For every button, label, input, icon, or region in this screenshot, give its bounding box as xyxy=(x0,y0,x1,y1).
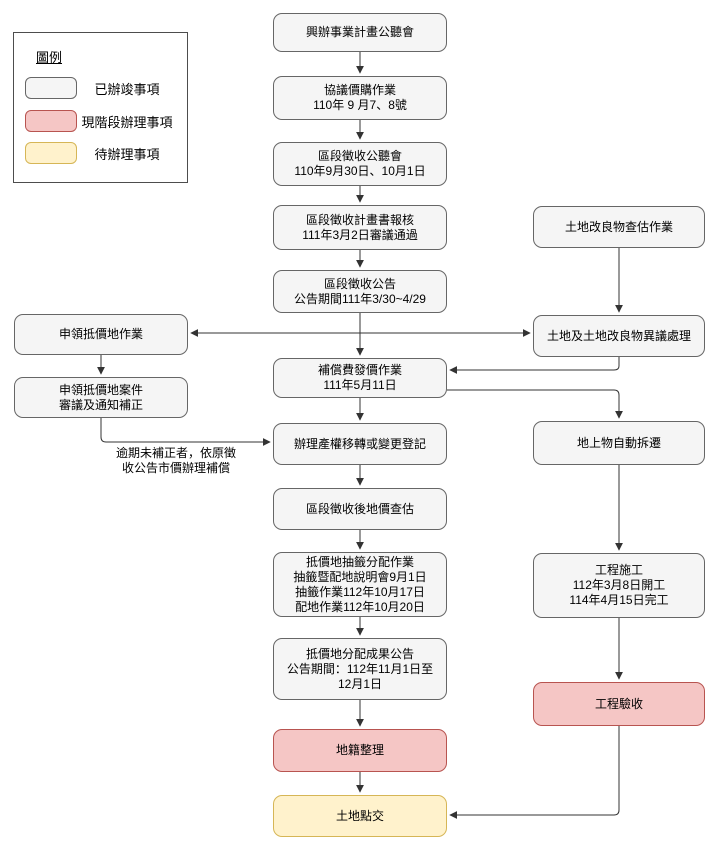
node-line: 區段徵收公告 xyxy=(323,276,396,291)
node-plan-submission: 區段徵收計畫書報核 111年3月2日審議通過 xyxy=(273,205,447,250)
node-line: 抽籤作業112年10月17日 xyxy=(295,584,425,599)
node-line: 114年4月15日完工 xyxy=(569,593,669,607)
node-line: 工程施工 xyxy=(594,563,643,577)
node-line: 工程驗收 xyxy=(594,696,643,711)
node-line: 公告期間111年3/30~4/29 xyxy=(294,291,426,306)
node-line: 110年 9 月7、8號 xyxy=(313,98,407,112)
node-expropriation-announcement: 區段徵收公告 公告期間111年3/30~4/29 xyxy=(273,270,447,313)
legend-swatch-current xyxy=(25,110,77,132)
node-lottery-allocation: 抵價地抽籤分配作業 抽籤暨配地說明會9月1日 抽籤作業112年10月17日 配地… xyxy=(273,552,447,617)
node-line: 抵價地抽籤分配作業 xyxy=(305,554,414,569)
overdue-note-label: 逾期未補正者，依原徵 收公告市價辦理補償 xyxy=(100,446,252,476)
node-line: 協議價購作業 xyxy=(323,83,396,97)
legend-label: 待辦理事項 xyxy=(94,146,160,162)
node-business-plan-hearing: 興辦事業計畫公聽會 xyxy=(273,13,447,52)
node-ownership-transfer: 辦理產權移轉或變更登記 xyxy=(273,423,447,465)
node-negotiated-purchase: 協議價購作業 110年 9 月7、8號 xyxy=(273,76,447,120)
node-line: 111年5月11日 xyxy=(323,378,397,392)
node-line: 抵價地分配成果公告 xyxy=(305,646,414,661)
node-allocation-result-announcement: 抵價地分配成果公告 公告期間：112年11月1日至 12月1日 xyxy=(273,638,447,700)
edge-review-to-transfer xyxy=(100,418,271,446)
node-improvement-survey: 土地改良物查估作業 xyxy=(533,206,705,248)
node-zone-expropriation-hearing: 區段徵收公聽會 110年9月30日、10月1日 xyxy=(273,142,447,186)
node-objection-handling: 土地及土地改良物異議處理 xyxy=(533,315,705,357)
node-line: 申領抵價地作業 xyxy=(58,327,143,341)
node-land-handover: 土地點交 xyxy=(273,795,447,837)
node-line: 配地作業112年10月20日 xyxy=(295,599,425,614)
node-line: 申領抵價地案件 xyxy=(58,382,143,397)
edge-acceptance-to-handover xyxy=(449,726,620,819)
edge-objection-to-compensation xyxy=(449,357,620,374)
node-post-price-appraisal: 區段徵收後地價查估 xyxy=(273,488,447,530)
node-line: 地上物自動拆遷 xyxy=(576,435,661,450)
legend-box: 圖例 已辦竣事項 現階段辦理事項 待辦理事項 xyxy=(13,32,188,183)
node-line: 補償費發價作業 xyxy=(317,363,402,377)
node-line: 12月1日 xyxy=(337,676,383,691)
node-land-application: 申領抵價地作業 xyxy=(14,314,188,355)
overdue-note-line: 逾期未補正者，依原徵 xyxy=(115,446,236,460)
legend-item-pending: 待辦理事項 xyxy=(25,141,177,165)
node-line: 區段徵收公聽會 xyxy=(317,149,402,163)
node-application-review: 申領抵價地案件 審議及通知補正 xyxy=(14,377,188,418)
node-line: 抽籤暨配地說明會9月1日 xyxy=(293,569,427,584)
node-line: 111年3月2日審議通過 xyxy=(302,227,418,242)
legend-label: 已辦竣事項 xyxy=(94,81,160,97)
legend-swatch-pending xyxy=(25,142,77,164)
node-line: 區段徵收計畫書報核 xyxy=(305,212,414,227)
legend-item-current: 現階段辦理事項 xyxy=(25,109,177,133)
node-cadastral-reorganization: 地籍整理 xyxy=(273,729,447,772)
edge-compensation-to-demolition xyxy=(447,389,623,419)
node-line: 公告期間：112年11月1日至 xyxy=(286,661,434,676)
node-line: 112年3月8日開工 xyxy=(572,578,666,592)
node-line: 土地及土地改良物異議處理 xyxy=(546,328,691,343)
node-line: 區段徵收後地價查估 xyxy=(305,501,414,516)
node-line: 土地點交 xyxy=(335,808,384,823)
node-line: 地籍整理 xyxy=(335,743,384,757)
node-auto-demolition: 地上物自動拆遷 xyxy=(533,421,705,465)
node-line: 辦理產權移轉或變更登記 xyxy=(293,436,426,451)
node-line: 土地改良物查估作業 xyxy=(564,219,673,234)
node-compensation-payment: 補償費發價作業 111年5月11日 xyxy=(273,358,447,398)
node-construction: 工程施工 112年3月8日開工 114年4月15日完工 xyxy=(533,553,705,618)
overdue-note-line: 收公告市價辦理補償 xyxy=(121,461,230,475)
legend-swatch-completed xyxy=(25,77,77,99)
node-line: 110年9月30日、10月1日 xyxy=(294,164,426,178)
legend-item-completed: 已辦竣事項 xyxy=(25,76,177,100)
node-construction-acceptance: 工程驗收 xyxy=(533,682,705,726)
node-line: 興辦事業計畫公聽會 xyxy=(305,25,414,39)
node-line: 審議及通知補正 xyxy=(58,397,143,412)
legend-label: 現階段辦理事項 xyxy=(81,114,173,130)
legend-title: 圖例 xyxy=(36,50,63,65)
